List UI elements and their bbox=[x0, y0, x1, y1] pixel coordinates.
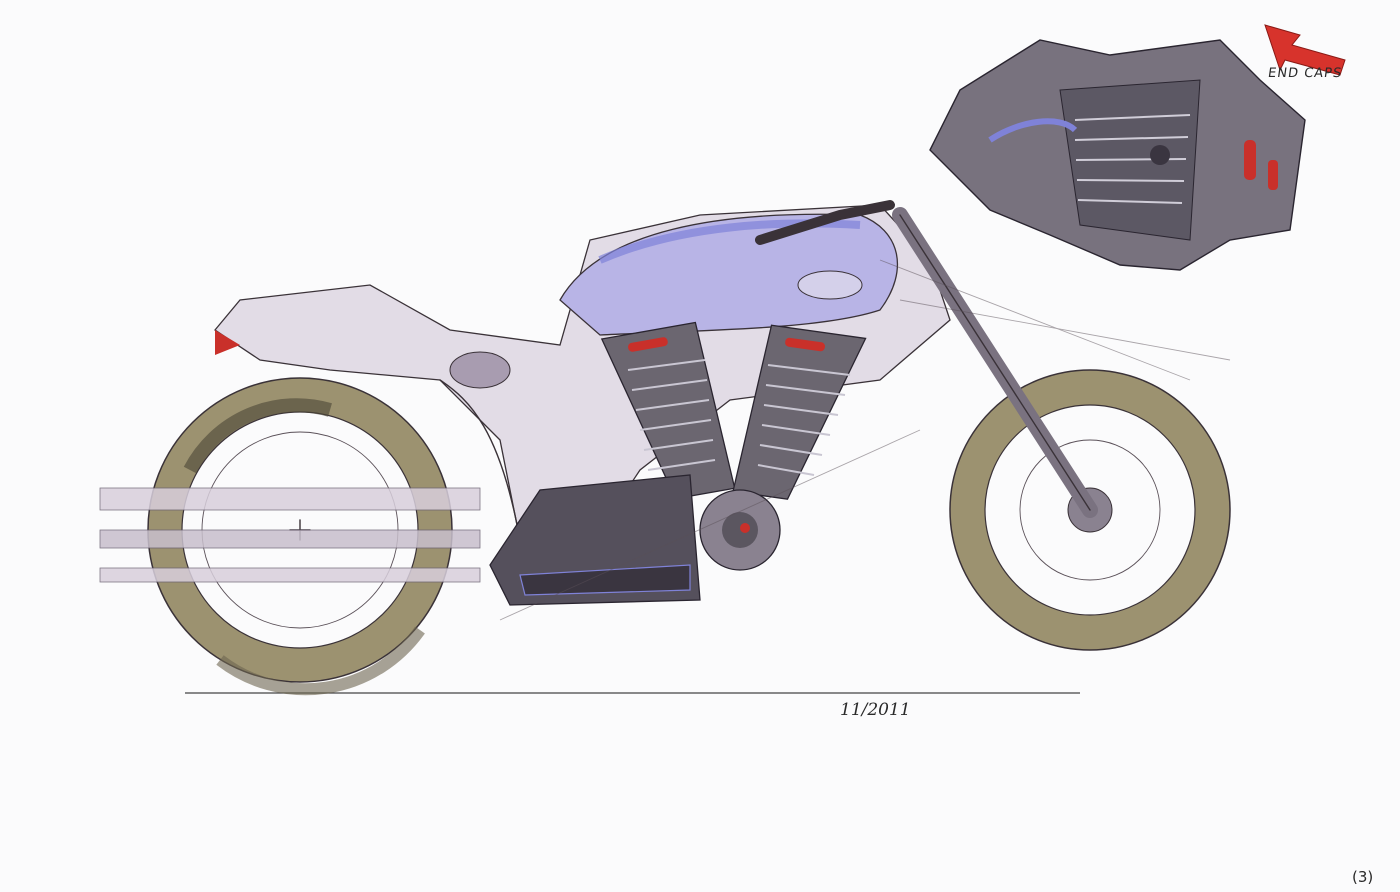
construction-lines bbox=[499, 259, 1231, 621]
page-number: (3) bbox=[1352, 868, 1374, 886]
engine-detail-inset bbox=[929, 24, 1346, 271]
artist-signature-date: 11/2011 bbox=[840, 700, 911, 720]
v-twin-engine bbox=[600, 321, 867, 571]
exhaust-pipes bbox=[99, 487, 481, 583]
fuel-tank bbox=[559, 213, 899, 336]
belly-pan bbox=[489, 474, 701, 606]
annotation-end-caps: END CAPS bbox=[1266, 66, 1344, 81]
red-arrow-icon bbox=[1264, 24, 1346, 76]
front-fork bbox=[755, 200, 1098, 518]
